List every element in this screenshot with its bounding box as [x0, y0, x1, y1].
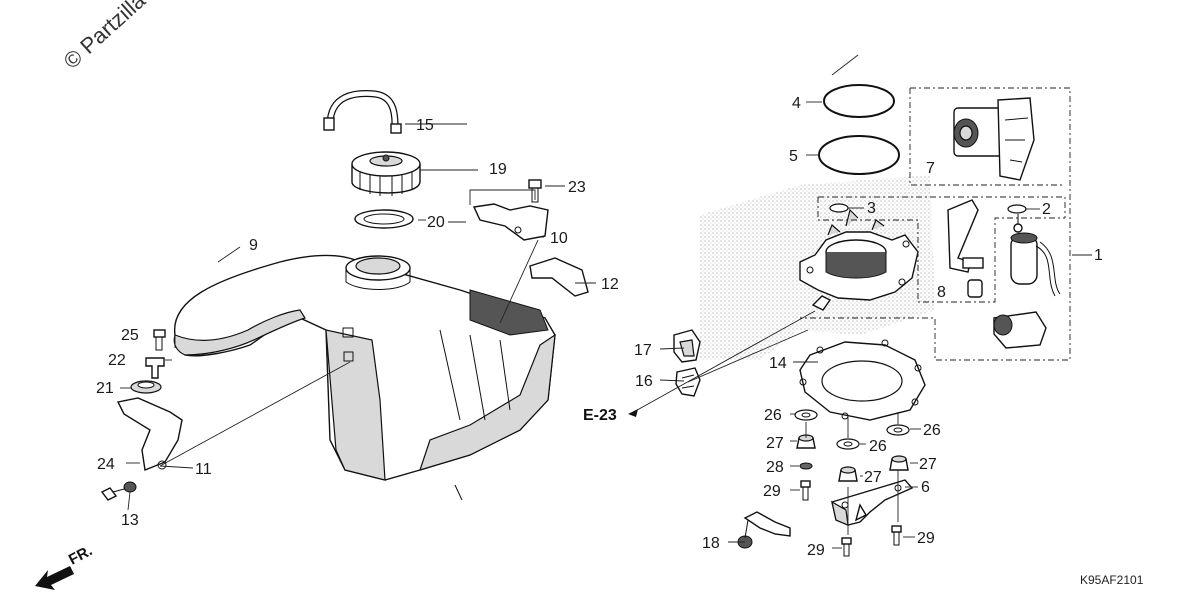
- callout-22: 22: [108, 352, 126, 369]
- nut-27-mid[interactable]: [838, 466, 858, 482]
- collar-22[interactable]: [145, 357, 165, 379]
- washer-28[interactable]: [799, 462, 813, 470]
- callout-5: 5: [789, 148, 798, 165]
- wire-harness-18[interactable]: [737, 511, 791, 549]
- watermark-text: © Partzilla: [59, 0, 151, 74]
- callout-26-mid: 26: [869, 438, 887, 455]
- front-direction-arrow-icon: [35, 566, 74, 590]
- callout-3: 3: [867, 200, 876, 217]
- stay-12[interactable]: [529, 257, 589, 297]
- callout-13: 13: [121, 512, 139, 529]
- callout-4: 4: [792, 95, 801, 112]
- breather-hose[interactable]: [323, 90, 402, 134]
- fuel-pump-body[interactable]: [799, 208, 919, 311]
- subassembly-outline-3: [909, 88, 1065, 186]
- callout-2: 2: [1042, 201, 1051, 218]
- callout-19: 19: [489, 161, 507, 178]
- fuel-tank[interactable]: [173, 254, 556, 501]
- callout-27-right: 27: [919, 456, 937, 473]
- bolt-23[interactable]: [528, 179, 542, 203]
- bolt-13[interactable]: [100, 481, 137, 501]
- cap-gasket[interactable]: [354, 209, 414, 229]
- callout-8: 8: [937, 284, 946, 301]
- callout-1: 1: [1094, 247, 1103, 264]
- callout-16: 16: [635, 373, 653, 390]
- callout-11: 11: [195, 461, 212, 478]
- callout-20: 20: [427, 214, 445, 231]
- diagram-code: K95AF2101: [1080, 573, 1144, 587]
- callout-9: 9: [249, 237, 258, 254]
- subassembly-outline-2: [817, 197, 1065, 303]
- mounting-bracket[interactable]: [831, 479, 914, 526]
- callout-21: 21: [96, 380, 114, 397]
- grommet-21[interactable]: [130, 380, 162, 394]
- callout-18: 18: [702, 535, 720, 552]
- bracket-19-10[interactable]: [472, 203, 549, 241]
- callout-29-right: 29: [917, 530, 935, 547]
- reference-arrow-icon: [628, 409, 638, 417]
- pump-o-ring[interactable]: [823, 84, 895, 118]
- nut-27-right[interactable]: [889, 455, 909, 471]
- callout-24: 24: [97, 456, 115, 473]
- bolt-29-right[interactable]: [891, 525, 902, 546]
- front-direction-label: FR.: [66, 542, 95, 568]
- callout-17: 17: [634, 342, 652, 359]
- callout-15: 15: [416, 117, 434, 134]
- washer-26-right[interactable]: [886, 424, 910, 436]
- callout-29-left: 29: [763, 483, 781, 500]
- callout-10: 10: [550, 230, 568, 247]
- callout-12: 12: [601, 276, 619, 293]
- tank-bracket-24[interactable]: [116, 397, 183, 471]
- fuel-level-sensor[interactable]: [947, 199, 984, 298]
- washer-26-mid[interactable]: [836, 438, 860, 450]
- reference-label[interactable]: E-23: [583, 407, 617, 424]
- pump-motor-unit[interactable]: [953, 97, 1035, 181]
- bolt-29-left[interactable]: [800, 480, 811, 501]
- washer-26-left[interactable]: [794, 409, 818, 421]
- fuel-filter[interactable]: [1010, 214, 1061, 297]
- leader-lines: [120, 101, 1092, 549]
- callout-26-right: 26: [923, 422, 941, 439]
- pump-gasket[interactable]: [799, 339, 926, 421]
- callout-29-bottom: 29: [807, 542, 825, 559]
- pump-packing[interactable]: [818, 54, 900, 175]
- pump-regulator[interactable]: [993, 311, 1047, 349]
- subassembly-outline-1: [818, 196, 1066, 218]
- small-o-ring-3[interactable]: [829, 203, 849, 213]
- small-o-ring-2[interactable]: [1007, 204, 1027, 214]
- fuel-cap[interactable]: [351, 151, 421, 196]
- callout-6: 6: [921, 479, 930, 496]
- callout-25: 25: [121, 327, 139, 344]
- callout-27-left: 27: [766, 435, 784, 452]
- hose-clip-17[interactable]: [673, 329, 701, 363]
- bolt-29-bottom[interactable]: [841, 537, 852, 557]
- callout-14: 14: [769, 355, 787, 372]
- callout-28: 28: [766, 459, 784, 476]
- callout-27-mid: 27: [864, 469, 882, 486]
- callout-23: 23: [568, 179, 586, 196]
- assembly-outline: [800, 87, 1071, 361]
- callout-7: 7: [926, 160, 935, 177]
- bolt-25[interactable]: [153, 329, 166, 351]
- callout-26-left: 26: [764, 407, 782, 424]
